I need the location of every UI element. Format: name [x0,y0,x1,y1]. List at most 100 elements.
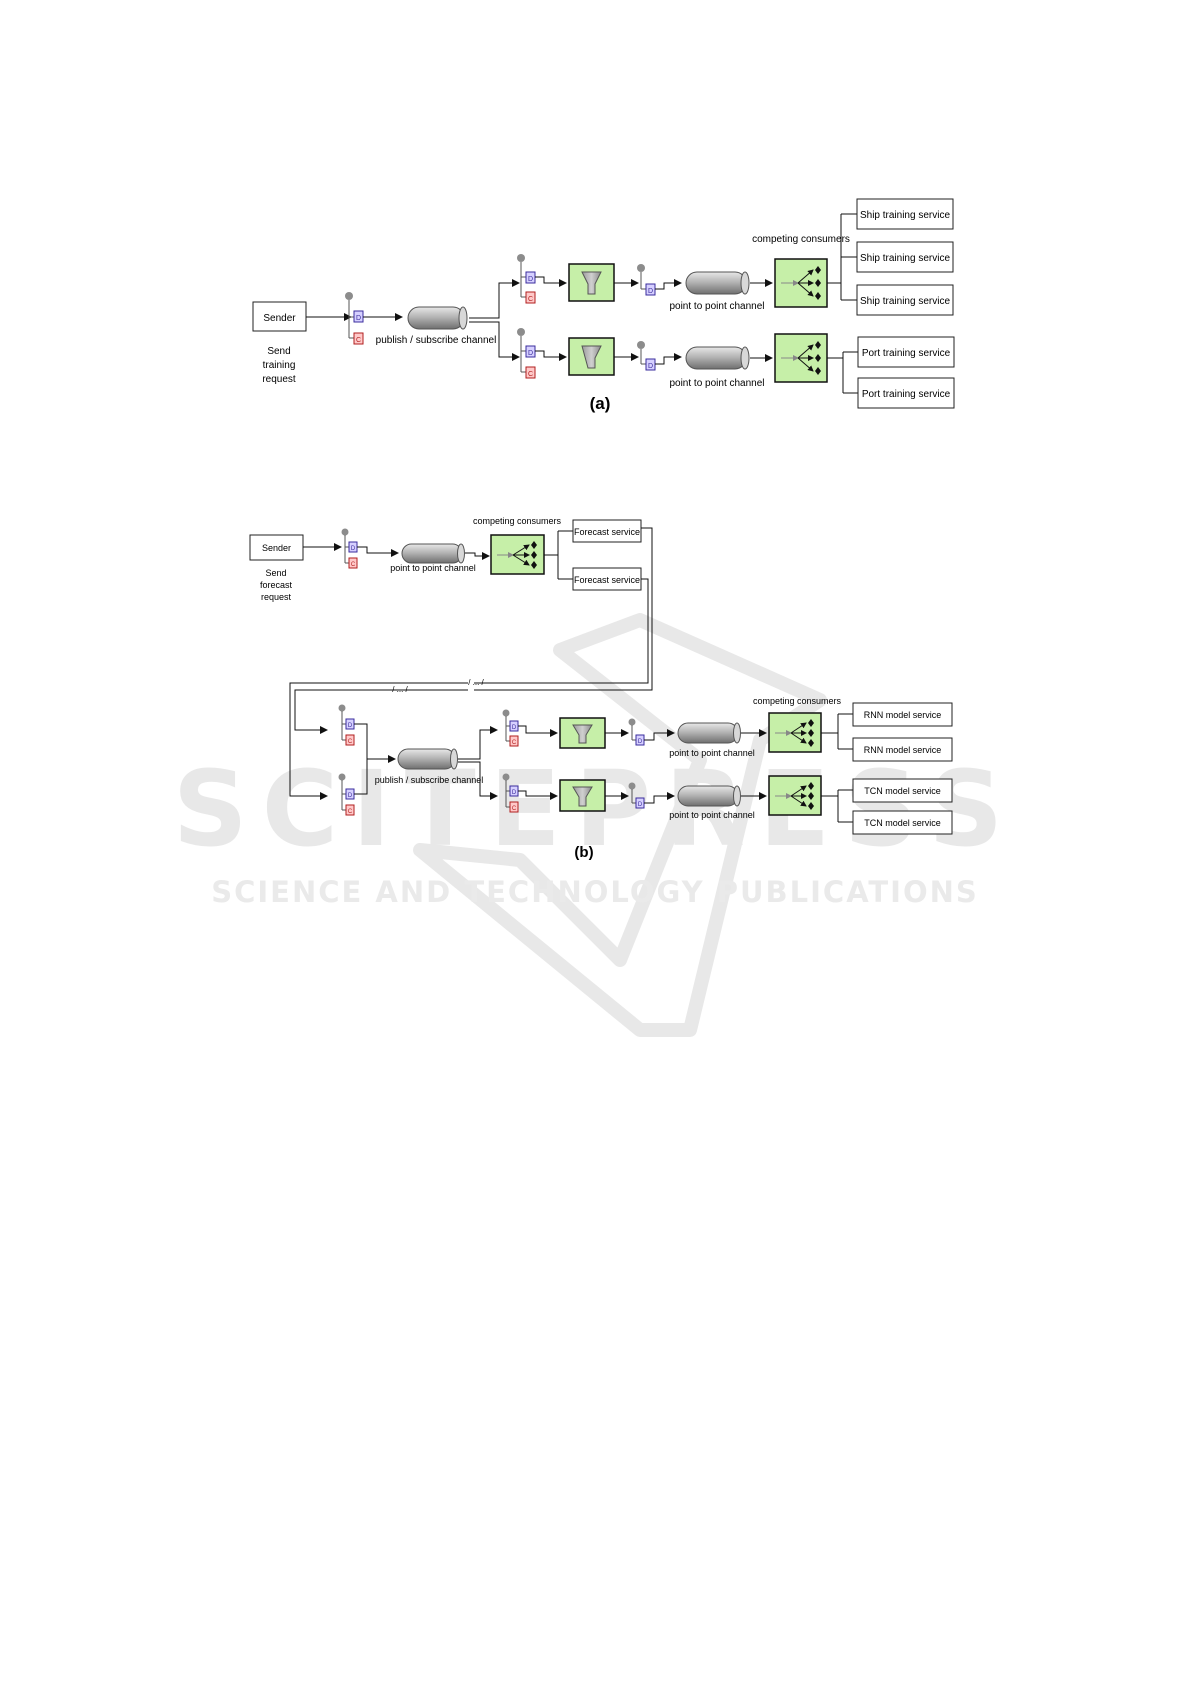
port-training-service-label: Port training service [862,348,951,359]
forecast-service-label: Forecast service [574,575,640,585]
ship-training-service-box [856,198,954,230]
rnn-model-service-box [852,737,953,762]
message-icon: D [637,341,656,371]
split-line-lower [469,321,520,361]
svg-text:D: D [348,793,353,799]
svg-text:D: D [512,790,517,796]
message-icon: D C [502,773,519,813]
arrow-p2p-to-consumers [465,552,490,560]
split-line-upper [469,279,520,319]
pubsub-channel-label: publish / subscribe channel [375,775,484,785]
message-icon: D C [345,292,364,345]
ship-training-service-label: Ship training service [860,210,950,221]
split-line-upper [458,726,498,760]
fanout-lines-port [827,351,858,394]
message-icon: D C [517,328,536,379]
ship-training-service-box [856,284,954,316]
svg-text:D: D [528,350,533,357]
message-icon: D C [338,773,355,816]
arrow-msg-to-p2p-rnn [644,729,675,741]
svg-text:C: C [356,337,361,344]
tcn-model-service-box [852,778,953,803]
break-mark-upper: / ... / [468,678,484,687]
forecast-service-box [572,519,642,543]
p2p-channel-tcn [677,785,741,807]
fanout-lines-rnn [821,713,853,750]
svg-text:C: C [528,371,533,378]
connector-forecast-lower [474,578,649,684]
message-filter-upper [568,263,615,302]
arrow-msg-to-p2p-lower [655,353,682,365]
message-icon: D C [341,528,358,569]
connector-to-second-stage [289,682,468,800]
diagram-a: Sender Send training request D C publish… [252,198,955,413]
svg-text:D: D [648,288,653,295]
p2p-channel-rnn [677,722,741,744]
p2p-channel-upper [685,271,750,295]
diagram-a-caption: (a) [590,394,611,413]
fanout-lines-forecast [544,530,573,580]
svg-text:D: D [528,276,533,283]
sender-desc-line1: Send [267,346,290,357]
p2p-channel-label-rnn: point to point channel [669,748,755,758]
tcn-model-service-label: TCN model service [864,818,941,828]
competing-consumers-rnn [768,712,822,753]
message-filter-rnn [559,717,606,749]
svg-text:D: D [512,725,517,731]
ship-training-service-box [856,241,954,273]
port-training-service-box [857,336,955,368]
arrow-to-filter-rnn [518,725,558,737]
competing-consumers-lower [774,333,828,383]
message-icon: D C [338,704,355,746]
rnn-model-service-label: RNN model service [864,745,942,755]
p2p-channel-lower [685,346,750,370]
message-icon: D C [502,709,519,747]
ship-training-service-label: Ship training service [860,296,950,307]
p2p-channel-label: point to point channel [390,563,476,573]
ship-training-service-label: Ship training service [860,253,950,264]
svg-text:C: C [348,809,353,815]
forecast-service-label: Forecast service [574,527,640,537]
sender-box [249,534,304,561]
watermark-logo-shape [413,613,827,1037]
p2p-channel [401,543,465,564]
connector-forecast-upper [474,527,653,691]
sender-desc-line1: Send [265,568,286,578]
sender-desc-line2: forecast [260,580,293,590]
p2p-channel-label-tcn: point to point channel [669,810,755,820]
fanout-lines-ship [827,213,857,301]
arrow-to-filter-upper [535,276,567,287]
competing-consumers-label: competing consumers [752,234,850,245]
message-filter-tcn [559,779,606,812]
watermark-tagline: SCIENCE AND TECHNOLOGY PUBLICATIONS [211,875,979,909]
arrow-msg-to-p2p-tcn [644,792,675,804]
competing-consumers-label: competing consumers [753,696,842,706]
svg-text:C: C [512,740,517,746]
arrow-to-filter-lower [535,350,567,361]
pubsub-channel-label: publish / subscribe channel [376,335,497,346]
rnn-model-service-box [852,702,953,727]
diagram-b-caption: (b) [574,844,593,861]
merge-lines [354,723,395,795]
p2p-channel-label-upper: point to point channel [669,301,764,312]
sender-label: Sender [263,313,296,324]
svg-text:C: C [348,739,353,745]
break-mark-lower: / ... / [392,685,408,694]
sender-box [252,301,307,332]
diagram-b: Sender Send forecast request D C point t… [249,516,953,861]
arrow-msg-to-p2p [357,546,399,557]
tcn-model-service-box [852,810,953,835]
fanout-lines-tcn [821,789,853,823]
competing-consumers [490,534,545,575]
pubsub-channel [407,306,468,330]
arrow-msg-to-p2p-upper [655,279,682,290]
arrow-to-filter-tcn [518,790,558,800]
message-icon: D [637,264,656,296]
svg-text:D: D [348,723,353,729]
sender-label: Sender [262,543,291,553]
sender-desc-line3: request [261,592,292,602]
port-training-service-label: Port training service [862,389,951,400]
svg-text:D: D [351,546,356,552]
tcn-model-service-label: TCN model service [864,786,941,796]
